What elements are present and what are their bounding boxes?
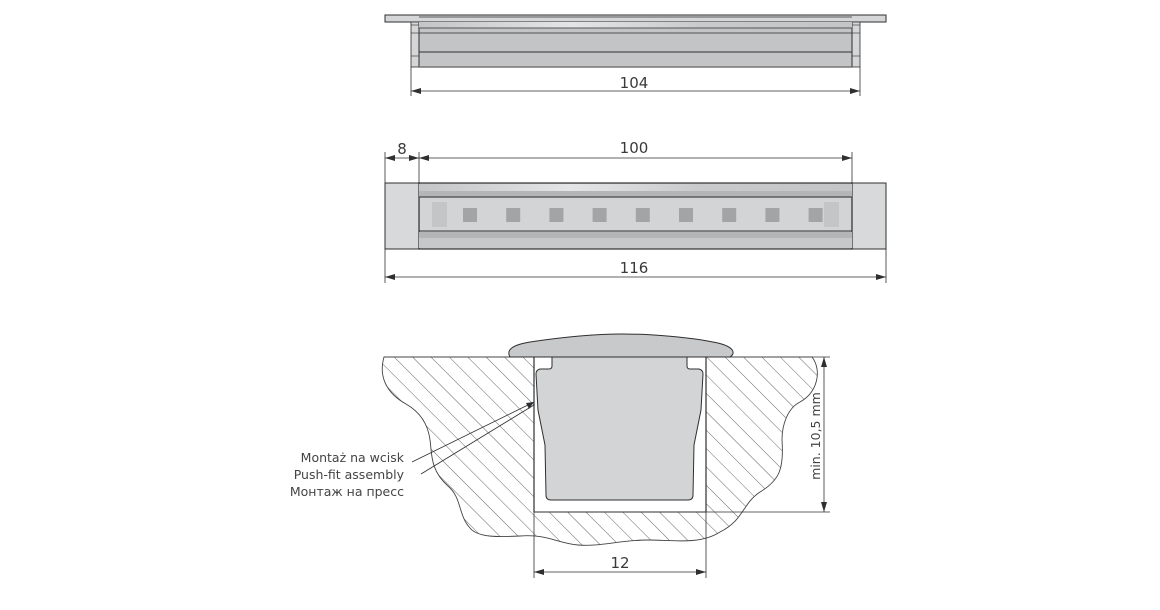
- led-row: [463, 208, 823, 222]
- top-view: 104: [384, 14, 887, 96]
- led-chip: [592, 208, 607, 222]
- led-chip: [506, 208, 521, 222]
- led-chip: [463, 208, 477, 222]
- dimension-100: 100: [620, 139, 649, 157]
- dimension-8: 8: [397, 140, 407, 158]
- led-chip: [808, 208, 823, 222]
- label-assembly-en: Push-fit assembly: [294, 467, 405, 482]
- led-chip: [549, 208, 564, 222]
- led-chip: [722, 208, 737, 222]
- front-view: 8 100 116: [384, 139, 887, 283]
- label-assembly-ru: Монтаж на пресс: [290, 484, 404, 499]
- cross-section: Montaż na wcisk Push-fit assembly Монтаж…: [290, 333, 830, 578]
- led-chip: [765, 208, 780, 222]
- dimension-104: 104: [620, 74, 649, 92]
- led-chip: [679, 208, 693, 222]
- label-assembly-pl: Montaż na wcisk: [301, 450, 405, 465]
- dimension-116: 116: [620, 259, 649, 277]
- dimension-depth: min. 10,5 mm: [808, 392, 823, 480]
- led-chip: [635, 208, 650, 222]
- dimension-12: 12: [610, 554, 629, 572]
